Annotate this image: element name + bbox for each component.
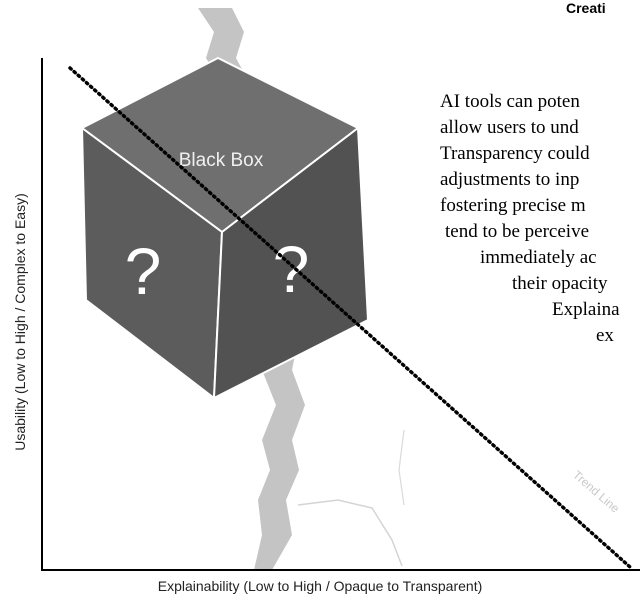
paragraph-line: Explaina — [552, 299, 620, 320]
trend-line — [68, 66, 632, 569]
trend-line-label: Trend Line — [570, 468, 622, 516]
paragraph-line: ex — [596, 325, 614, 346]
paragraph-line: Transparency could — [440, 143, 590, 164]
river-shape — [198, 8, 305, 570]
paragraph-line: tend to be perceive — [445, 221, 590, 242]
question-mark-left: ? — [125, 234, 162, 308]
paragraph-line: AI tools can poten — [440, 91, 580, 112]
paragraph-line: immediately ac — [480, 247, 597, 268]
paragraph-line: adjustments to inp — [440, 169, 580, 190]
header-title-fragment: Creati — [566, 0, 606, 16]
y-axis-label: Usability (Low to High / Complex to Easy… — [12, 193, 28, 451]
question-mark-right: ? — [273, 232, 310, 306]
paragraph-line: allow users to und — [440, 117, 579, 138]
river-branch — [297, 499, 403, 567]
paragraph-line: fostering precise m — [440, 195, 586, 216]
cube-label: Black Box — [179, 150, 264, 171]
river-branch — [398, 429, 405, 506]
cube-right-face — [212, 126, 370, 400]
black-box-cube: Black Box ? ? — [80, 56, 370, 400]
paragraph-line: their opacity — [512, 273, 608, 294]
x-axis-label: Explainability (Low to High / Opaque to … — [157, 578, 483, 594]
